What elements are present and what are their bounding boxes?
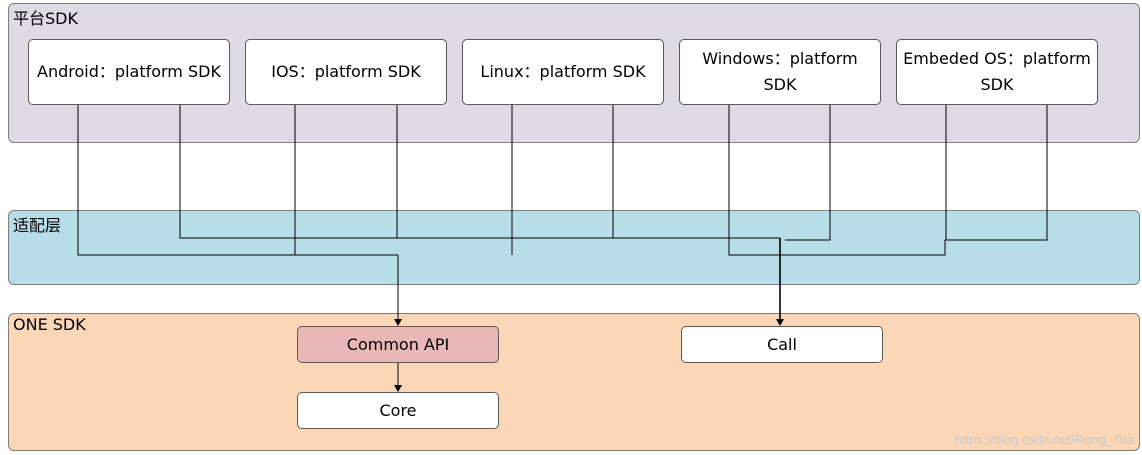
linux-sdk-label: Linux：platform SDK [480, 62, 646, 81]
wire-android-right [179, 105, 780, 239]
core-label: Core [379, 400, 417, 420]
windows-sdk-box: Windows：platform SDK [679, 39, 881, 105]
embeded-os-sdk-label: Embeded OS：platform SDK [903, 49, 1091, 94]
one-sdk-layer-title: ONE SDK [13, 315, 86, 334]
android-sdk-box: Android：platform SDK [28, 39, 230, 105]
linux-sdk-box: Linux：platform SDK [462, 39, 664, 105]
common-api-label: Common API [346, 334, 450, 354]
windows-sdk-label: Windows：platform SDK [702, 49, 858, 94]
ios-sdk-box: IOS：platform SDK [245, 39, 447, 105]
embeded-os-sdk-box: Embeded OS：platform SDK [896, 39, 1098, 105]
call-box: Call [681, 326, 883, 363]
one-sdk-layer: ONE SDK [8, 313, 1140, 451]
wire-windows-right [785, 105, 831, 241]
adapter-layer-title: 适配层 [13, 216, 62, 235]
arrow-to-core [394, 385, 402, 392]
arrow-to-call [776, 319, 784, 326]
ios-sdk-label: IOS：platform SDK [271, 62, 421, 81]
call-label: Call [767, 334, 797, 354]
wire-embeded-right [945, 105, 1048, 241]
core-box: Core [297, 392, 499, 429]
adapter-layer: 适配层 [8, 210, 1140, 285]
watermark-text: https://blog.csdn.net/Rong_Toa [954, 432, 1134, 447]
android-sdk-label: Android：platform SDK [37, 62, 221, 81]
wire-android-left [77, 105, 398, 256]
common-api-box: Common API [297, 326, 499, 363]
wire-windows-left [728, 105, 946, 256]
platform-sdk-layer-title: 平台SDK [13, 9, 78, 28]
arrow-to-common-api [394, 319, 402, 326]
